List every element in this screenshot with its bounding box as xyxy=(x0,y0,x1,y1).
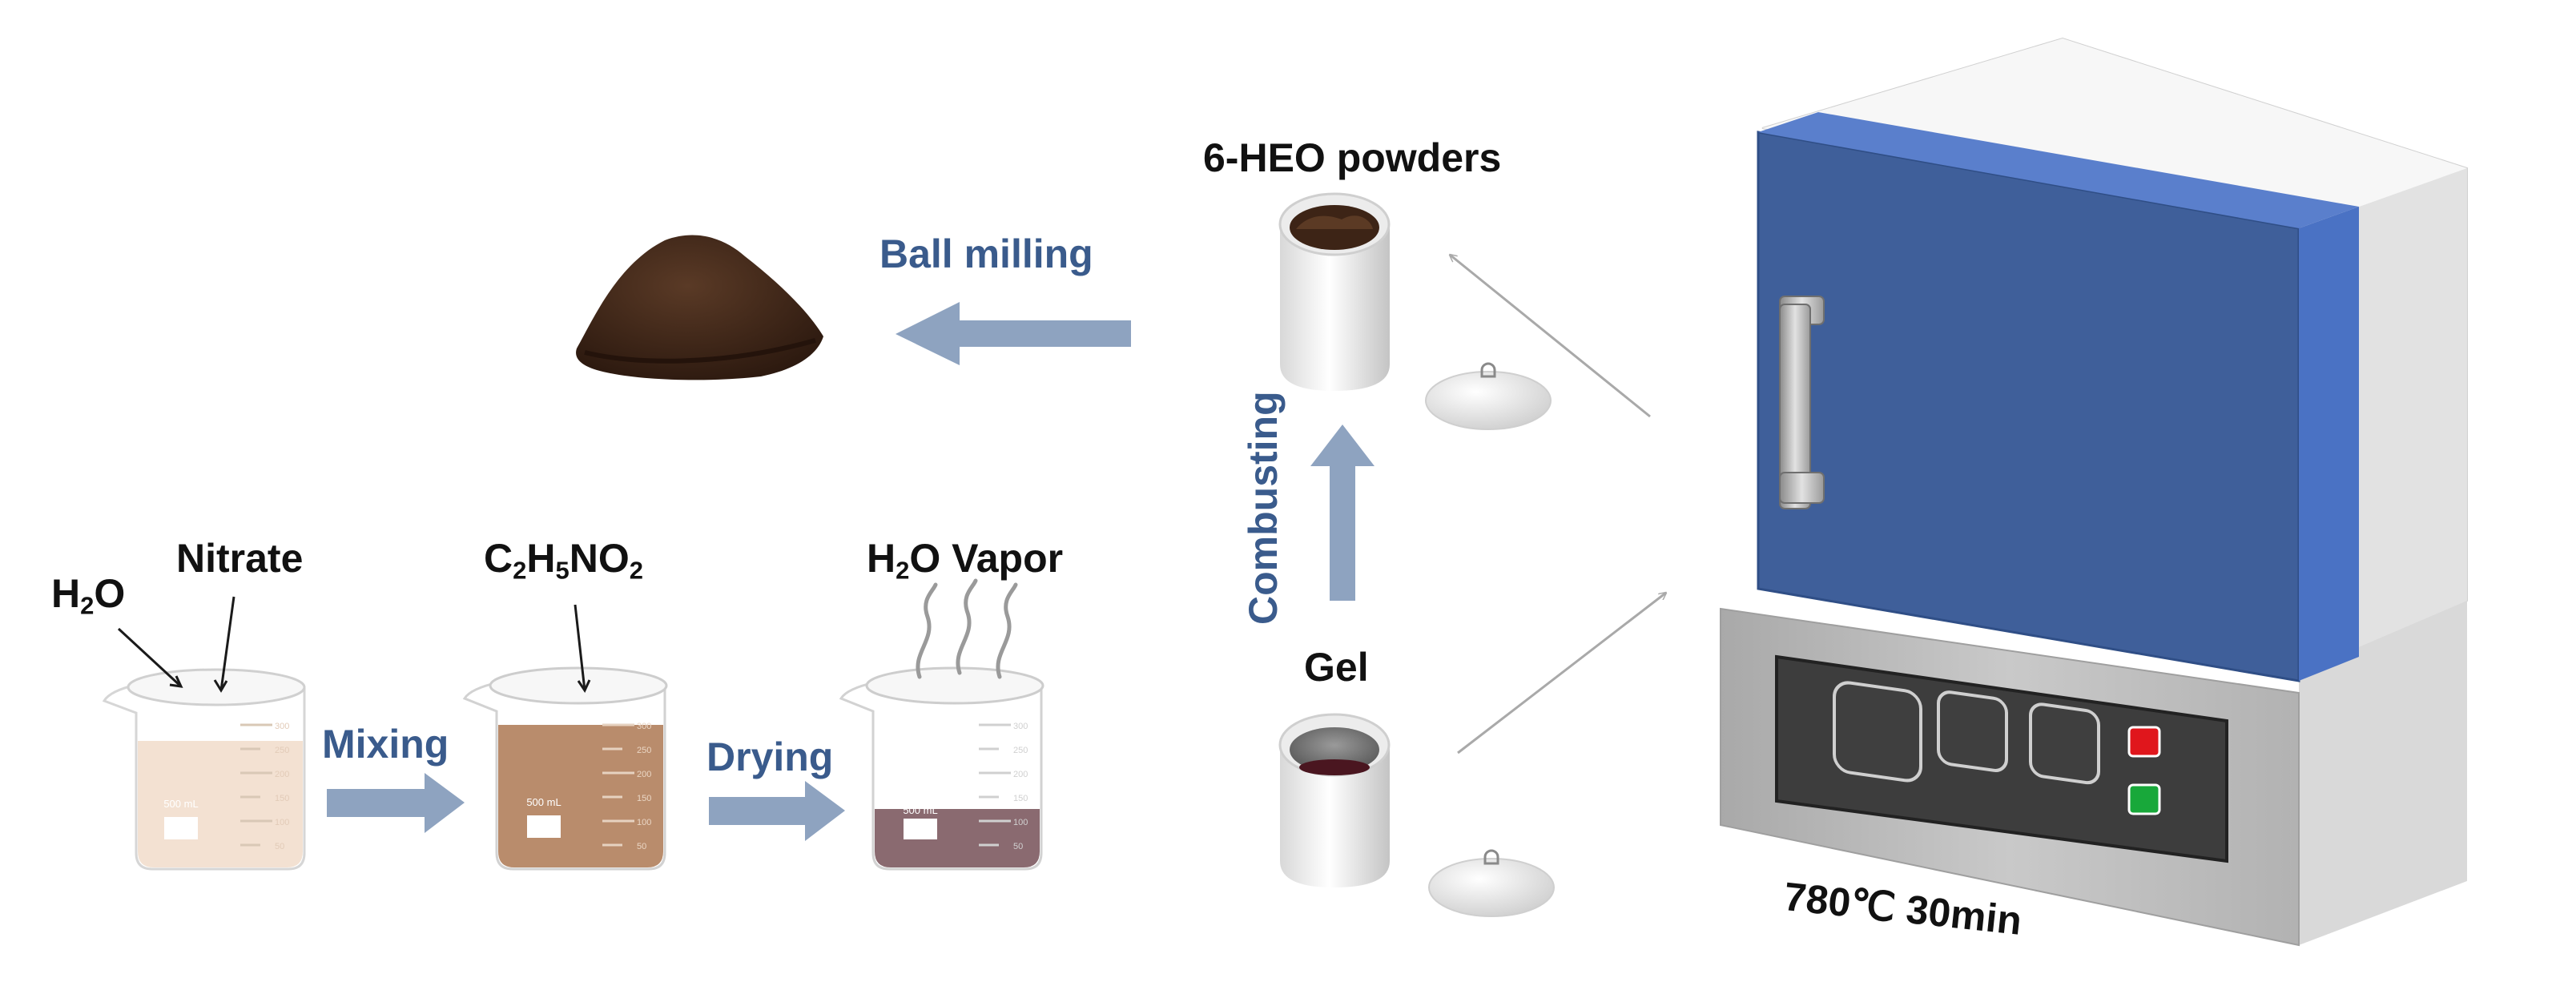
mixing-arrow xyxy=(327,773,465,833)
beaker-icon xyxy=(839,666,1044,871)
beaker-scale-label: 50 xyxy=(1013,842,1023,851)
beaker-volume-label: 500 mL xyxy=(526,796,561,808)
vapor-icon xyxy=(916,578,1018,679)
nitrate-label: Nitrate xyxy=(176,536,304,581)
beaker-scale-label: 50 xyxy=(275,842,284,851)
beaker-scale-label: 300 xyxy=(637,722,651,731)
powder-pile-icon xyxy=(576,235,823,380)
ball-milling-arrow xyxy=(896,302,1131,365)
beaker-volume-label: 500 mL xyxy=(163,798,198,810)
crucible-icon xyxy=(1278,192,1391,391)
beaker-scale-label: 300 xyxy=(275,722,289,731)
beaker-scale-label: 50 xyxy=(637,842,646,851)
beaker-scale xyxy=(602,723,634,847)
drying-arrow xyxy=(709,781,845,841)
beaker-scale-label: 250 xyxy=(275,746,289,755)
glycine-label: C2H5NO2 xyxy=(484,536,643,585)
combusting-arrow xyxy=(1310,425,1375,601)
beaker-scale-label: 100 xyxy=(1013,818,1028,827)
ball-milling-label: Ball milling xyxy=(879,231,1093,276)
beaker-scale-label: 250 xyxy=(637,746,651,755)
beaker-scale-label: 300 xyxy=(1013,722,1028,731)
label-pointers xyxy=(117,596,591,694)
vapor-label: H2O Vapor xyxy=(867,536,1064,585)
beaker-scale-label: 150 xyxy=(275,794,289,803)
beaker-scale-label: 200 xyxy=(1013,770,1028,779)
beaker-scale-label: 200 xyxy=(275,770,289,779)
crucible-icon xyxy=(1278,713,1391,887)
lid-icon xyxy=(1425,362,1552,430)
combusting-label: Combusting xyxy=(1241,391,1286,625)
water-label: H2O xyxy=(51,571,126,620)
powders-label: 6-HEO powders xyxy=(1203,135,1502,180)
muffle-furnace-icon xyxy=(1720,37,2468,947)
beaker-scale-label: 100 xyxy=(637,818,651,827)
beaker-scale-label: 150 xyxy=(637,794,651,803)
beaker-scale-label: 200 xyxy=(637,770,651,779)
beaker-icon xyxy=(462,666,668,871)
beaker-scale-label: 100 xyxy=(275,818,289,827)
mixing-label: Mixing xyxy=(322,722,449,767)
furnace-to-powder-arrow xyxy=(1450,255,1651,418)
gel-label: Gel xyxy=(1304,645,1369,690)
beaker-scale xyxy=(979,723,1011,847)
beaker-scale xyxy=(240,723,272,847)
beaker-scale-label: 150 xyxy=(1013,794,1028,803)
gel-to-furnace-arrow xyxy=(1457,593,1666,755)
lid-icon xyxy=(1428,849,1555,917)
beaker-scale-label: 250 xyxy=(1013,746,1028,755)
beaker-volume-label: 500 mL xyxy=(903,804,937,816)
drying-label: Drying xyxy=(706,734,834,779)
